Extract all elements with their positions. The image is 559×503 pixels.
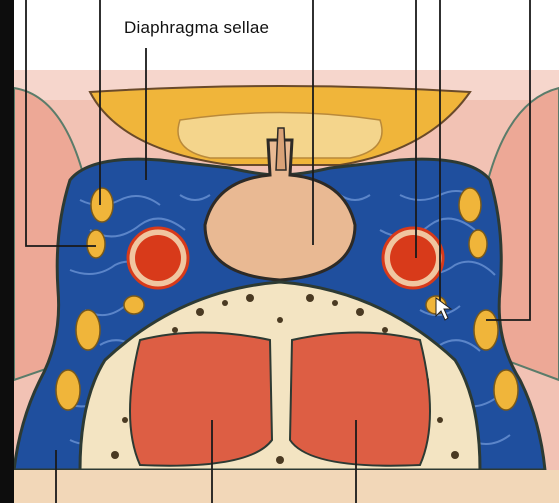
right-maxillary-nerve bbox=[494, 370, 518, 410]
left-edge-bar bbox=[0, 0, 14, 503]
right-oculomotor-nerve bbox=[459, 188, 481, 222]
left-abducens-nerve bbox=[124, 296, 144, 314]
pituitary-stalk bbox=[276, 128, 286, 170]
lower-tissue bbox=[14, 470, 559, 503]
left-ophthalmic-nerve bbox=[76, 310, 100, 350]
right-trochlear-nerve bbox=[469, 230, 487, 258]
left-oculomotor-nerve bbox=[91, 188, 113, 222]
right-carotid-artery bbox=[390, 235, 436, 281]
right-ophthalmic-nerve bbox=[474, 310, 498, 350]
left-maxillary-nerve bbox=[56, 370, 80, 410]
left-sphenoid-sinus bbox=[130, 333, 272, 466]
left-carotid-artery bbox=[135, 235, 181, 281]
right-sphenoid-sinus bbox=[290, 333, 430, 466]
left-trochlear-nerve bbox=[87, 230, 105, 258]
diaphragma-sellae-label: Diaphragma sellae bbox=[124, 18, 269, 38]
